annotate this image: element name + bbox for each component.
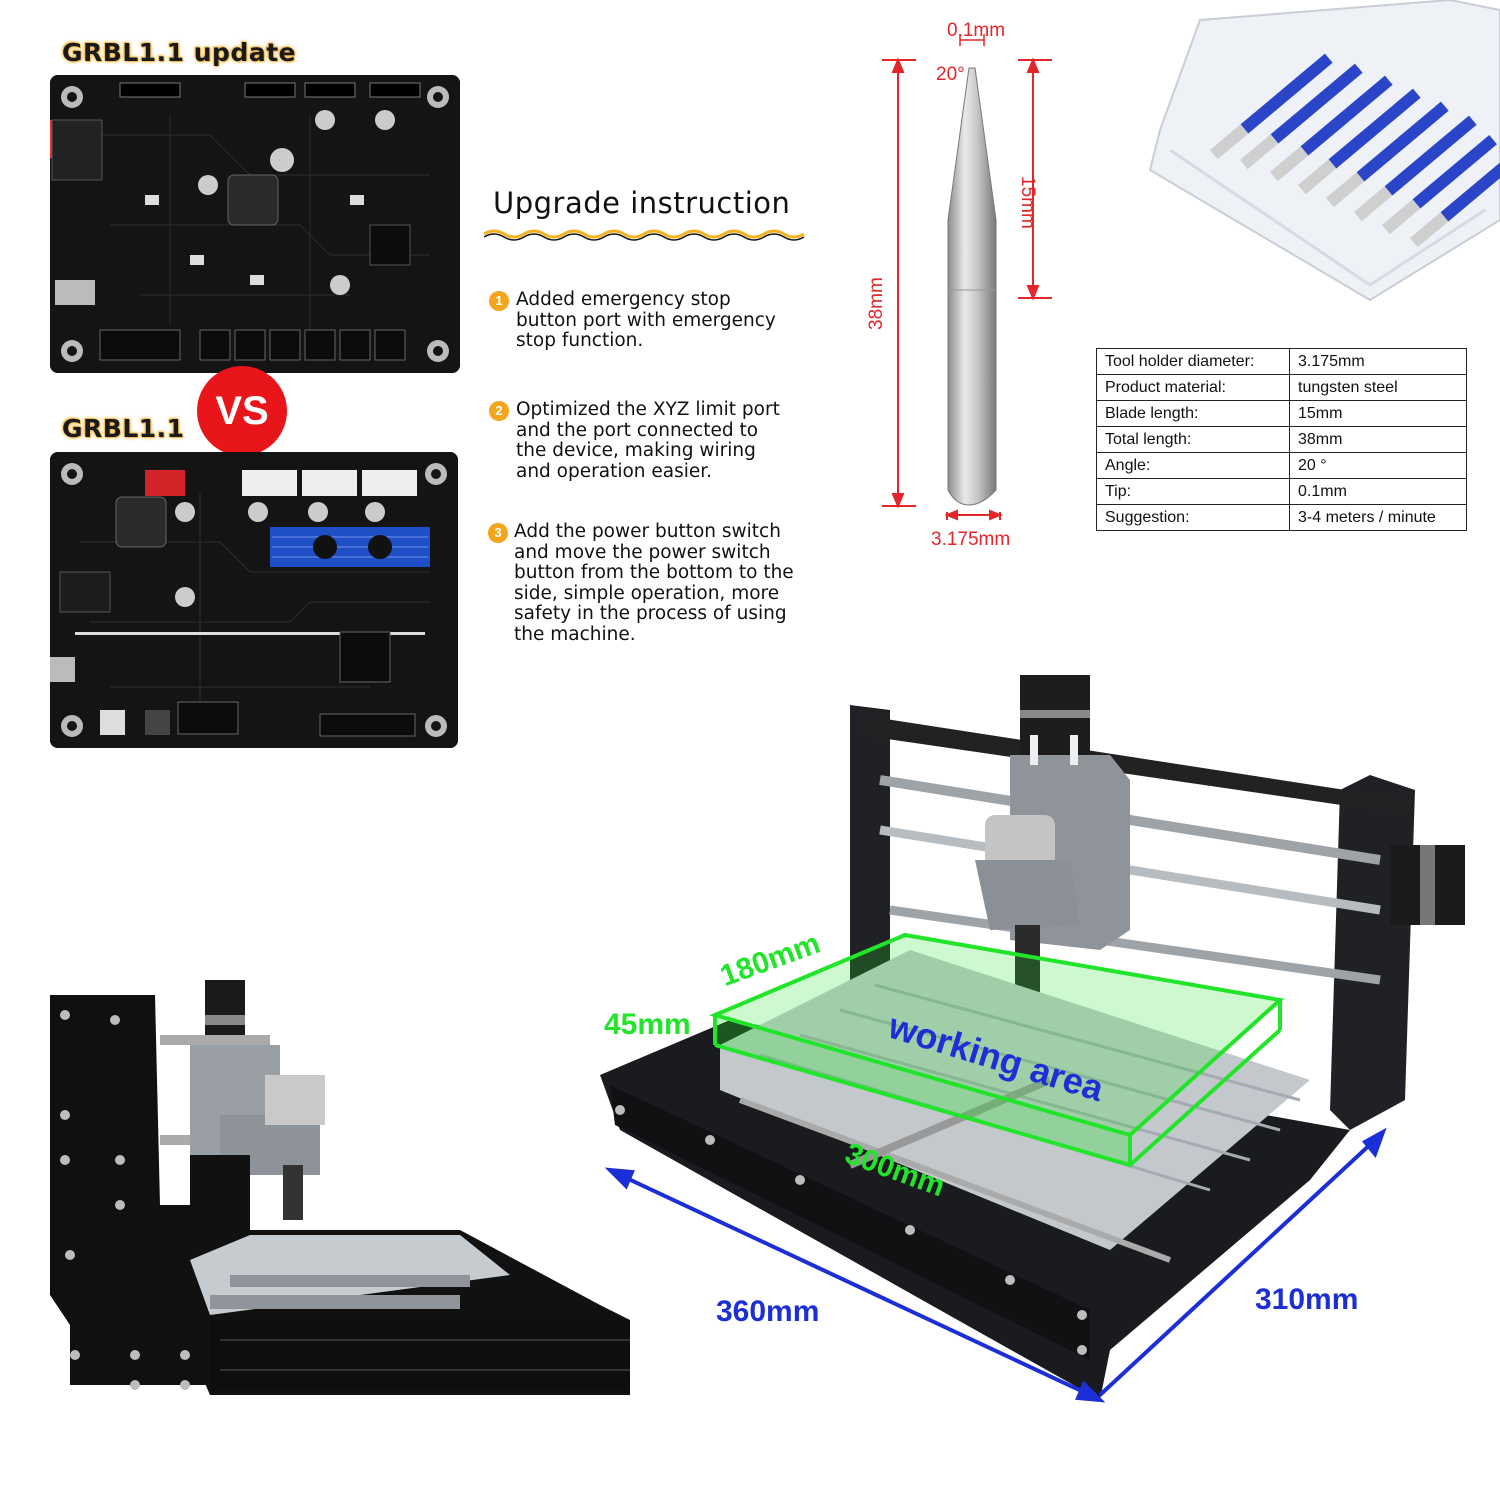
upgrade-item-1: 1 Added emergency stop button port with …	[489, 289, 789, 352]
table-row: Total length:38mm	[1096, 426, 1467, 453]
spec-value: 15mm	[1289, 400, 1467, 427]
table-row: Tool holder diameter:3.175mm	[1096, 348, 1467, 375]
number-badge-2: 2	[489, 401, 509, 421]
table-row: Tip:0.1mm	[1096, 478, 1467, 505]
engraving-bit-diagram	[882, 34, 1052, 521]
spec-value: 3-4 meters / minute	[1289, 504, 1467, 531]
spec-label: Total length:	[1096, 426, 1290, 453]
spec-value: 38mm	[1289, 426, 1467, 453]
spec-label: Tool holder diameter:	[1096, 348, 1290, 375]
spec-label: Blade length:	[1096, 400, 1290, 427]
pcb-bottom-graphic	[50, 452, 458, 748]
tip-width-label: 0.1mm	[947, 20, 1006, 41]
blade-length-label: 15mm	[1017, 176, 1038, 229]
shank-diameter-label: 3.175mm	[931, 529, 1011, 550]
grbl-update-board-image	[50, 75, 460, 373]
upgrade-item-1-text: Added emergency stop button port with em…	[516, 289, 776, 351]
spec-label: Product material:	[1096, 374, 1290, 401]
bit-shanks	[1210, 53, 1500, 248]
table-row: Product material:tungsten steel	[1096, 374, 1467, 401]
number-badge-1: 1	[489, 291, 509, 311]
table-row: Blade length:15mm	[1096, 400, 1467, 427]
bottom-board-title: GRBL1.1	[62, 414, 185, 443]
spec-label: Angle:	[1096, 452, 1290, 479]
upgrade-instruction-title: Upgrade instruction	[493, 186, 791, 220]
wavy-underline	[484, 229, 805, 241]
overall-width-label: 360mm	[716, 1295, 820, 1328]
number-badge-3: 3	[488, 523, 508, 543]
table-row: Suggestion:3-4 meters / minute	[1096, 504, 1467, 531]
spec-value: 0.1mm	[1289, 478, 1467, 505]
grbl-board-image	[50, 452, 458, 748]
working-area-box	[709, 932, 1285, 1168]
spec-value: 3.175mm	[1289, 348, 1467, 375]
pcb-top-graphic	[50, 75, 460, 373]
cnc-side-view-image	[50, 980, 630, 1395]
spec-label: Suggestion:	[1096, 504, 1290, 531]
upgrade-item-2-text: Optimized the XYZ limit port and the por…	[516, 399, 780, 482]
spec-table: Tool holder diameter:3.175mm Product mat…	[1096, 348, 1467, 531]
cnc-machine-3d-image	[600, 675, 1465, 1403]
vs-badge: VS	[197, 366, 287, 456]
top-board-title: GRBL1.1 update	[62, 38, 297, 67]
overall-depth-label: 310mm	[1255, 1283, 1359, 1316]
spec-value: tungsten steel	[1289, 374, 1467, 401]
table-row: Angle:20 °	[1096, 452, 1467, 479]
angle-label: 20°	[936, 64, 965, 85]
spec-label: Tip:	[1096, 478, 1290, 505]
work-height-label: 45mm	[604, 1008, 691, 1041]
upgrade-item-2: 2 Optimized the XYZ limit port and the p…	[489, 399, 789, 482]
upgrade-item-3: 3 Add the power button switch and move t…	[488, 521, 806, 645]
spec-value: 20 °	[1289, 452, 1467, 479]
engraving-bits-box-image	[1148, 0, 1500, 302]
upgrade-item-3-text: Add the power button switch and move the…	[514, 521, 794, 645]
total-length-label: 38mm	[866, 277, 887, 330]
